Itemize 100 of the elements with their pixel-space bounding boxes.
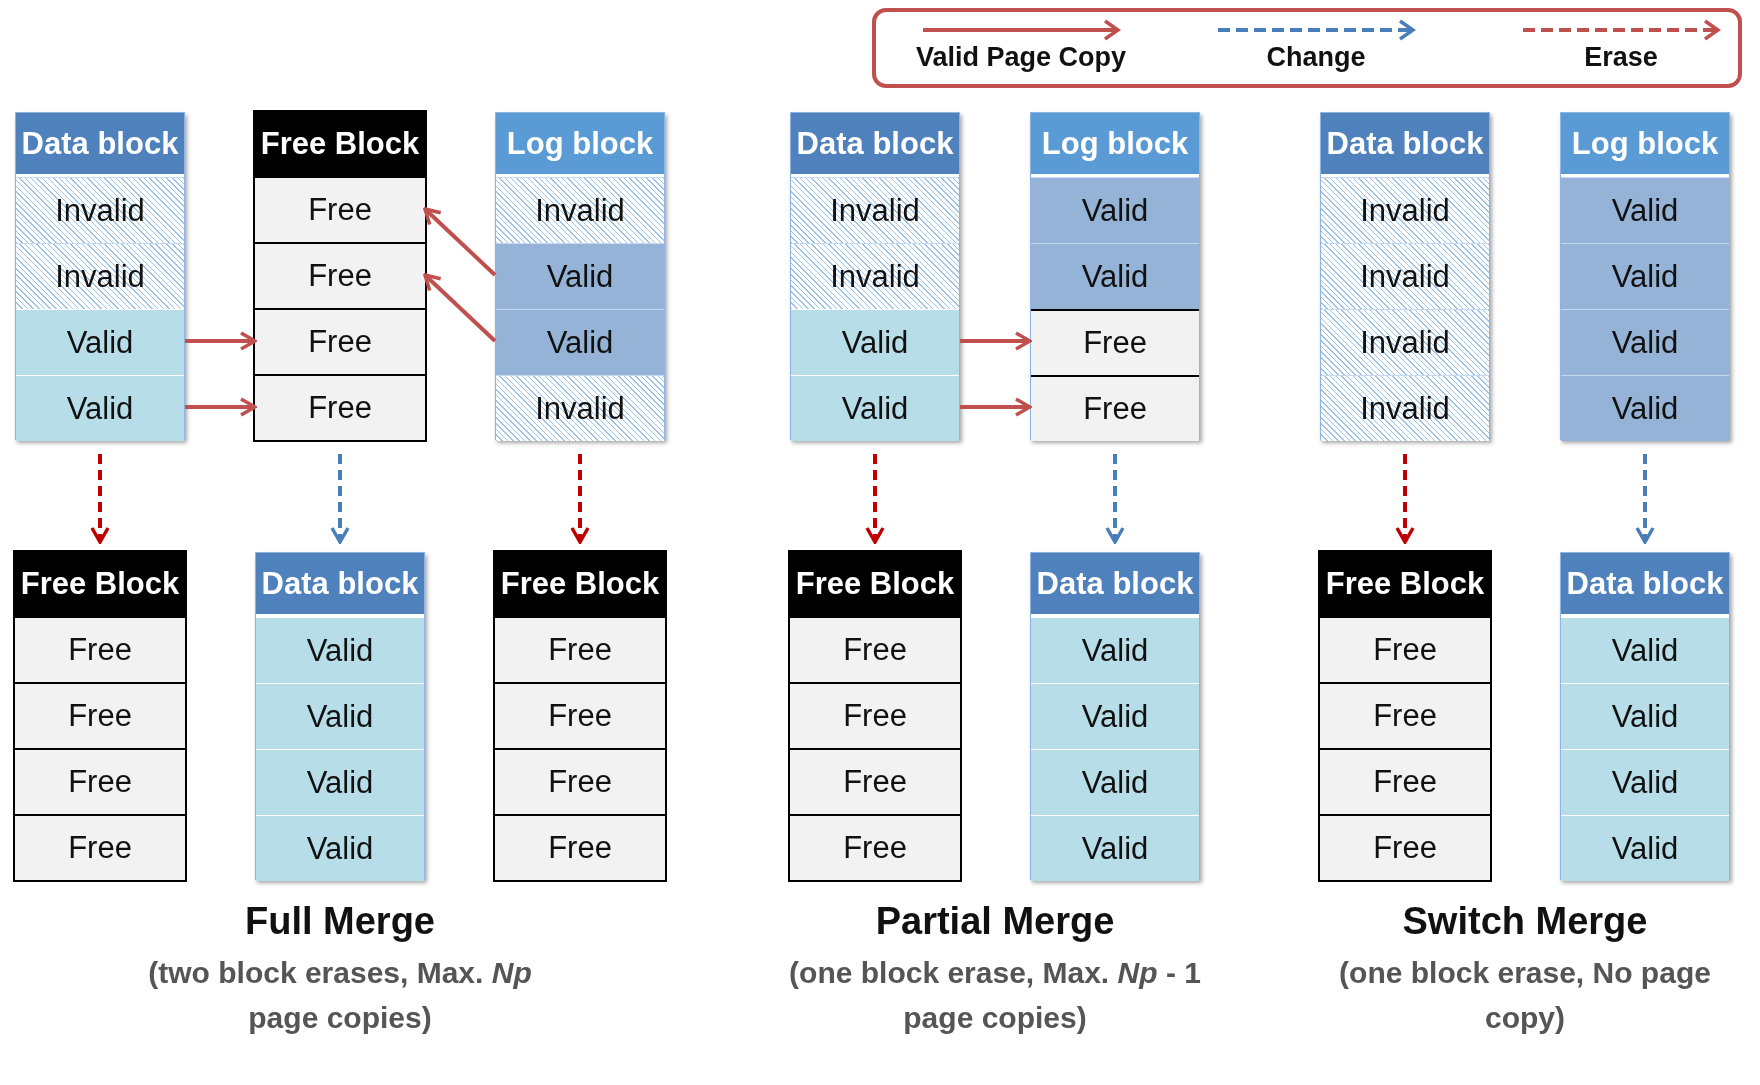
page-slot: Free: [255, 176, 425, 242]
page-slot: Free: [15, 682, 185, 748]
memory-block: [1030, 552, 1200, 880]
arrow: [960, 331, 1032, 351]
page-slot: Valid: [1031, 683, 1199, 749]
page-slot: Invalid: [1321, 375, 1489, 441]
arrow: [330, 454, 350, 544]
memory-block: [15, 112, 185, 440]
page-slot: Free: [495, 682, 665, 748]
block-header: Log block: [1031, 113, 1199, 177]
page-slot: Free: [495, 748, 665, 814]
page-slot: Valid: [1561, 243, 1729, 309]
block-header: Data block: [256, 553, 424, 617]
arrow: [865, 454, 885, 544]
page-slot: Free: [15, 616, 185, 682]
page-slot: Free: [790, 682, 960, 748]
page-slot: Invalid: [496, 177, 664, 243]
block-header: Free Block: [495, 552, 665, 616]
memory-block: [495, 552, 665, 880]
arrow: [423, 273, 497, 343]
page-slot: Valid: [1561, 177, 1729, 243]
arrow: [960, 397, 1032, 417]
page-slot: Free: [1320, 682, 1490, 748]
page-slot: Invalid: [791, 177, 959, 243]
page-slot: Valid: [791, 375, 959, 441]
memory-block: [1320, 112, 1490, 440]
page-slot: Valid: [1561, 309, 1729, 375]
section-title: Switch Merge: [1402, 900, 1648, 943]
page-slot: Invalid: [496, 375, 664, 441]
page-slot: Valid: [1561, 617, 1729, 683]
arrow: [185, 331, 257, 351]
page-slot: Valid: [496, 309, 664, 375]
block-header: Data block: [1561, 553, 1729, 617]
page-slot: Valid: [1561, 815, 1729, 881]
page-slot: Valid: [256, 749, 424, 815]
page-slot: Free: [1320, 814, 1490, 880]
page-slot: Valid: [256, 815, 424, 881]
page-slot: Valid: [1561, 749, 1729, 815]
page-slot: Invalid: [1321, 177, 1489, 243]
memory-block: [1320, 552, 1490, 880]
memory-block: [255, 112, 425, 440]
page-slot: Free: [790, 748, 960, 814]
block-header: Free Block: [1320, 552, 1490, 616]
legend-label: Erase: [1584, 42, 1658, 73]
page-slot: Free: [790, 616, 960, 682]
block-header: Data block: [1321, 113, 1489, 177]
arrow: [1635, 454, 1655, 544]
memory-block: [1030, 112, 1200, 440]
page-slot: Free: [255, 242, 425, 308]
arrow: [90, 454, 110, 544]
page-slot: Valid: [16, 309, 184, 375]
page-slot: Valid: [16, 375, 184, 441]
arrow: [1395, 454, 1415, 544]
page-slot: Free: [15, 814, 185, 880]
arrow: [570, 454, 590, 544]
page-slot: Valid: [1031, 617, 1199, 683]
page-slot: Free: [1031, 375, 1199, 441]
arrow: [185, 397, 257, 417]
memory-block: [255, 552, 425, 880]
section-title: Partial Merge: [875, 900, 1115, 943]
page-slot: Valid: [256, 617, 424, 683]
block-header: Free Block: [790, 552, 960, 616]
page-slot: Invalid: [1321, 309, 1489, 375]
section-title: Full Merge: [245, 900, 435, 943]
block-header: Free Block: [15, 552, 185, 616]
page-slot: Valid: [1561, 683, 1729, 749]
page-slot: Free: [790, 814, 960, 880]
legend-label: Valid Page Copy: [915, 42, 1127, 73]
memory-block: [1560, 112, 1730, 440]
page-slot: Valid: [1031, 749, 1199, 815]
page-slot: Free: [1320, 748, 1490, 814]
arrow: [423, 207, 497, 277]
block-header: Data block: [791, 113, 959, 177]
section-subtitle: (one block erase, Max. Np - 1 page copies): [788, 955, 1202, 1036]
page-slot: Valid: [1031, 177, 1199, 243]
arrow: [1105, 454, 1125, 544]
memory-block: [1560, 552, 1730, 880]
block-header: Log block: [496, 113, 664, 177]
page-slot: Free: [1320, 616, 1490, 682]
block-header: Log block: [1561, 113, 1729, 177]
block-header: Free Block: [255, 112, 425, 176]
section-subtitle: (one block erase, No page copy): [1338, 955, 1712, 1036]
page-slot: Valid: [1031, 243, 1199, 309]
page-slot: Valid: [496, 243, 664, 309]
page-slot: Valid: [791, 309, 959, 375]
page-slot: Invalid: [16, 177, 184, 243]
page-slot: Free: [495, 814, 665, 880]
legend-label: Change: [1266, 42, 1366, 73]
page-slot: Invalid: [16, 243, 184, 309]
page-slot: Free: [255, 374, 425, 440]
memory-block: [790, 552, 960, 880]
memory-block: [15, 552, 185, 880]
block-header: Data block: [1031, 553, 1199, 617]
block-header: Data block: [16, 113, 184, 177]
memory-block: [790, 112, 960, 440]
section-subtitle: (two block erases, Max. Np page copies): [147, 955, 533, 1036]
page-slot: Valid: [1031, 815, 1199, 881]
page-slot: Free: [1031, 309, 1199, 375]
page-slot: Invalid: [1321, 243, 1489, 309]
page-slot: Free: [15, 748, 185, 814]
